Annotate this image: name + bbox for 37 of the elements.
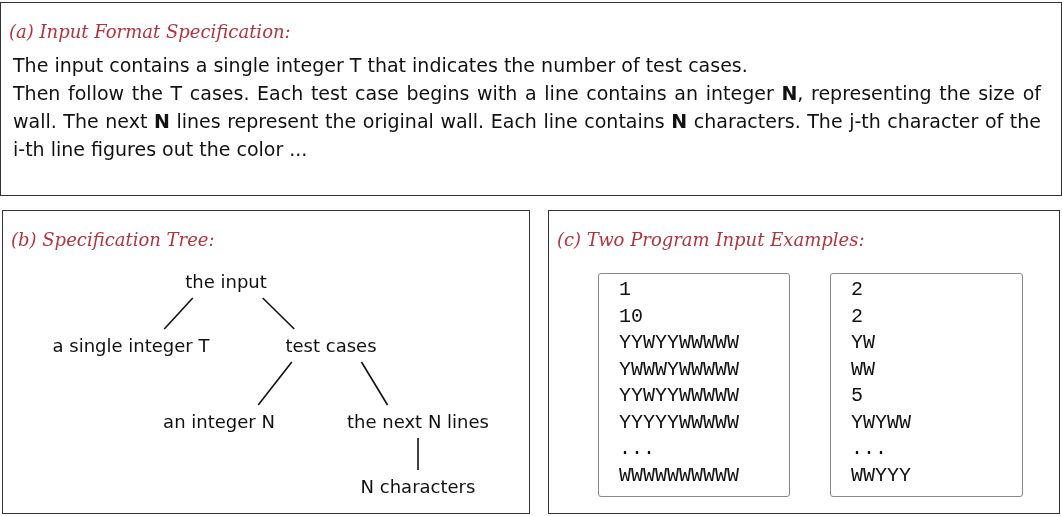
panel-heading: (b) Specification Tree: xyxy=(11,229,215,250)
tree-line xyxy=(163,297,194,330)
input-line: 2 xyxy=(851,278,863,302)
input-line: 10 xyxy=(619,304,643,329)
tree-node-label: test cases xyxy=(285,335,377,356)
input-line: WWWWWWWWWW xyxy=(619,463,740,488)
input-line: YW xyxy=(851,331,875,355)
example-box xyxy=(598,273,790,497)
input-line: YYWYYWWWWW xyxy=(619,384,740,408)
paragraph: The input contains a single integer T that indicates the number of test cases. xyxy=(13,53,749,78)
input-line: 5 xyxy=(851,384,863,408)
example-box xyxy=(830,273,1023,497)
tree-node-label: N characters xyxy=(360,476,476,497)
tree-line xyxy=(261,297,296,330)
input-line: YWWWYWWWWW xyxy=(619,357,740,382)
tree-node-label: the next N lines xyxy=(347,411,489,432)
tree-node-label: a single integer T xyxy=(52,335,210,356)
input-line: ... xyxy=(851,437,887,461)
input-line: YYYYYWWWWW xyxy=(619,410,740,435)
tree-line xyxy=(257,361,293,406)
input-line: 2 xyxy=(851,304,863,329)
input-line: YYWYYWWWWW xyxy=(619,331,740,355)
paragraph: Then follow the T cases. Each test case begins with a line contains an integer N, representing the size of wall. The next N lines represent the original wall. Each line contains N characters. The j-th character of the i-th line figures out the color ... xyxy=(13,81,1041,162)
input-line: ... xyxy=(619,437,655,461)
tree-line xyxy=(417,437,419,471)
input-line: 1 xyxy=(619,278,631,302)
panel-frame xyxy=(0,2,1062,196)
input-line: WWYYY xyxy=(851,463,911,488)
tree-node-label: an integer N xyxy=(163,411,275,432)
input-line: WW xyxy=(851,357,875,382)
panel-frame xyxy=(2,210,530,514)
tree-node-label: the input xyxy=(185,271,267,292)
panel-heading: (a) Input Format Specification: xyxy=(9,21,291,42)
panel-frame xyxy=(548,210,1060,514)
tree-line xyxy=(360,361,389,406)
input-line: YWYWW xyxy=(851,410,911,435)
panel-heading: (c) Two Program Input Examples: xyxy=(557,229,865,250)
